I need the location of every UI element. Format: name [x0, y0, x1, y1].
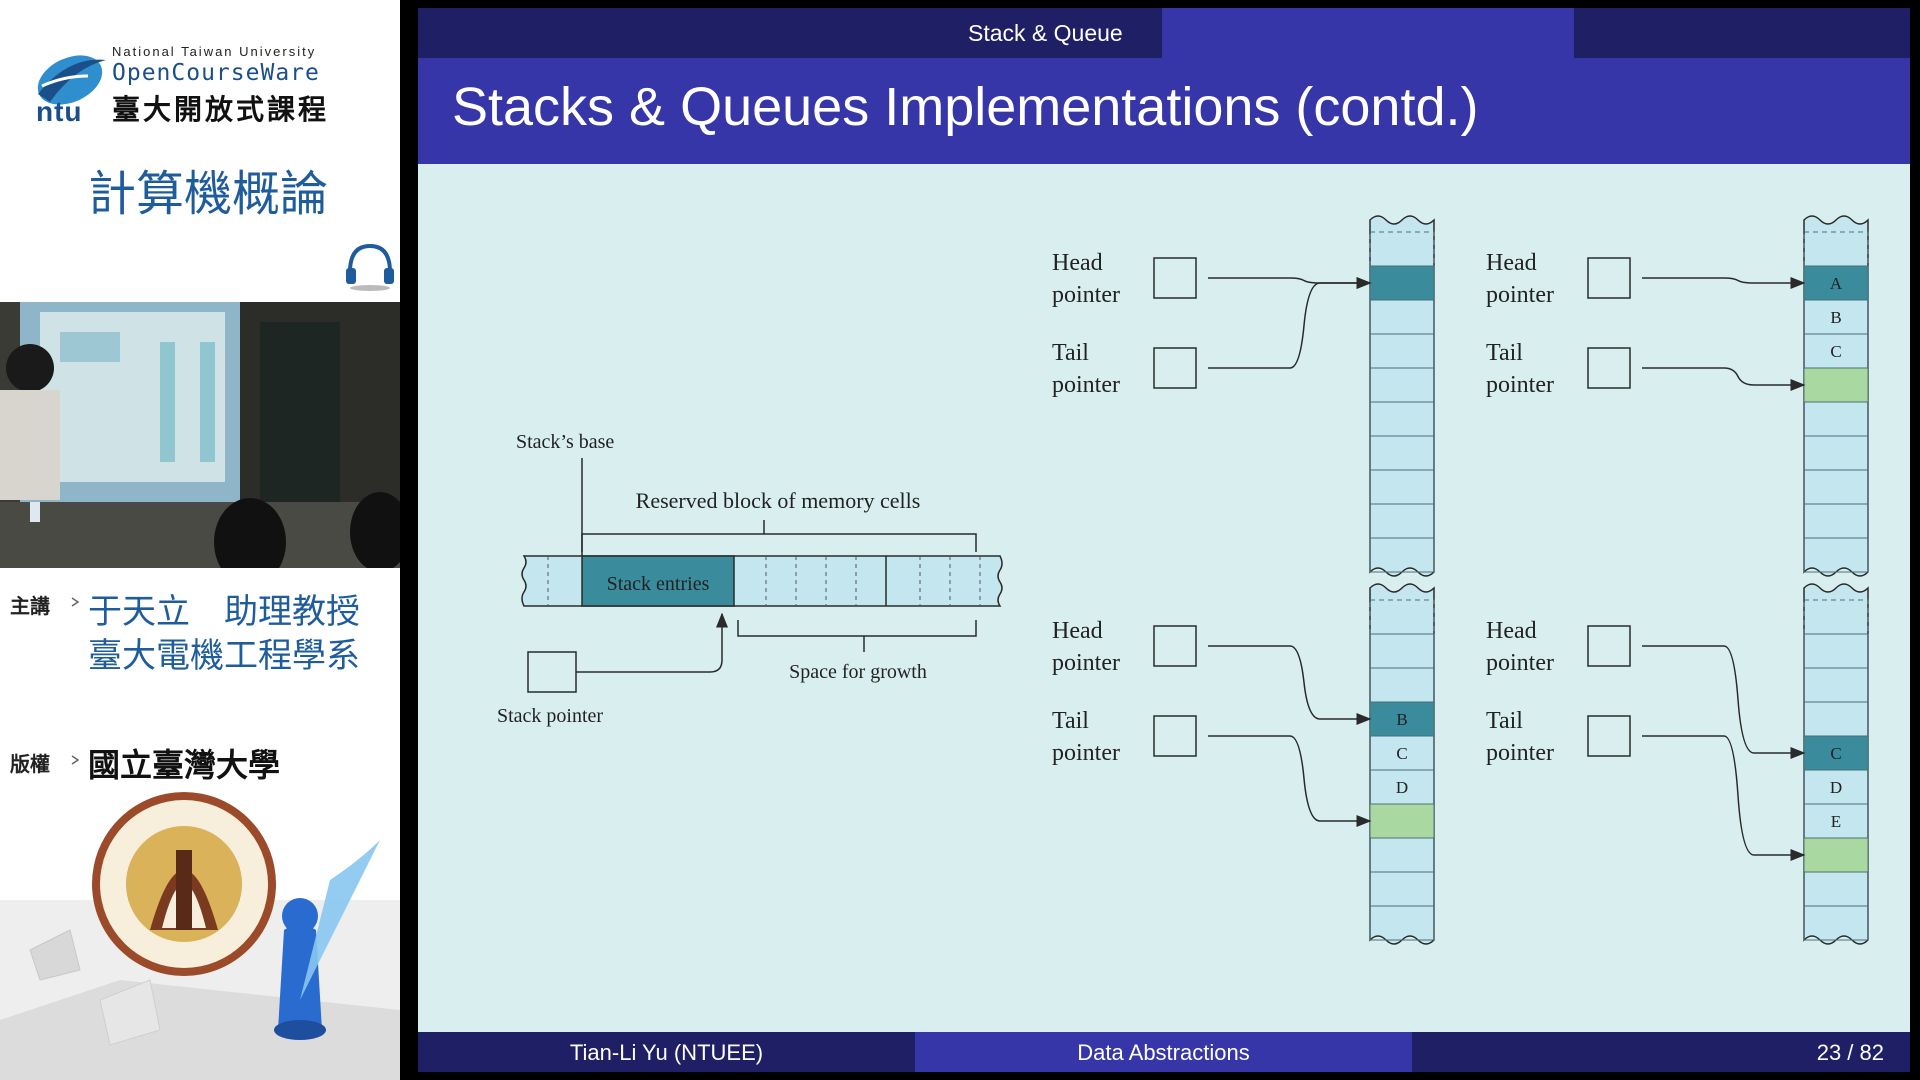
lecturer-label: 主講	[10, 594, 50, 618]
stack-base-label: Stack’s base	[516, 431, 614, 453]
lecturer-department: 臺大電機工程學系	[88, 636, 360, 676]
queue-cell	[1803, 265, 1869, 301]
tail-pointer-arrow	[1208, 735, 1372, 827]
queue-cell-label: B	[1396, 710, 1407, 729]
head-pointer-label: pointer	[1052, 650, 1120, 676]
queue-cell	[1369, 537, 1435, 573]
stack-pointer-arrow	[576, 612, 728, 673]
growth-bracket	[737, 620, 977, 652]
arrow-right-icon	[71, 755, 80, 765]
tail-pointer-arrow	[1208, 277, 1372, 369]
queue-diagrams: HeadpointerTailpointerABCHeadpointerTail…	[1052, 215, 1869, 945]
reserved-block-bracket	[581, 520, 977, 552]
slide-title-bar: Stacks & Queues Implementations (contd.)	[418, 58, 1910, 164]
tail-pointer-arrow	[1642, 735, 1806, 861]
tail-pointer-label: Tail	[1052, 340, 1089, 366]
queue-cell-label: C	[1830, 744, 1841, 763]
head-pointer-arrow	[1642, 645, 1806, 759]
queue-cell-label: D	[1396, 778, 1408, 797]
head-pointer-label: Head	[1486, 618, 1537, 644]
queue-cell-label: C	[1830, 342, 1841, 361]
ocw-name: OpenCourseWare	[112, 60, 320, 86]
head-pointer-arrow	[1208, 645, 1372, 725]
queue-cell	[1369, 265, 1435, 301]
tail-pointer-label: Tail	[1486, 708, 1523, 734]
slide-footer: Tian-Li Yu (NTUEE) Data Abstractions 23 …	[418, 1032, 1910, 1072]
queue-cell	[1369, 701, 1435, 737]
slide-title: Stacks & Queues Implementations (contd.)	[452, 77, 1479, 137]
head-pointer-label: pointer	[1052, 282, 1120, 308]
tail-pointer-box	[1587, 715, 1631, 757]
ntu-mark: ntu	[36, 96, 83, 127]
ntu-seal-icon	[0, 792, 400, 1080]
slide-nav-bar: Stack & Queue	[418, 8, 1910, 58]
arrow-right-icon	[71, 597, 80, 607]
sidebar: ntu National Taiwan University OpenCours…	[0, 0, 400, 1080]
headset-icon[interactable]	[342, 240, 398, 292]
head-pointer-label: Head	[1486, 250, 1537, 276]
head-pointer-box	[1153, 625, 1197, 667]
queue-cell	[1803, 367, 1869, 403]
stack-entries-block	[581, 555, 735, 607]
ocw-chinese-name: 臺大開放式課程	[112, 93, 330, 126]
growth-label: Space for growth	[789, 661, 927, 683]
footer-topic[interactable]: Data Abstractions	[1077, 1040, 1250, 1065]
copyright-holder: 國立臺灣大學	[88, 746, 281, 784]
head-pointer-label: pointer	[1486, 282, 1554, 308]
reserved-block-label: Reserved block of memory cells	[636, 488, 921, 513]
queue-cell-label: C	[1396, 744, 1407, 763]
tail-pointer-label: pointer	[1486, 740, 1554, 766]
head-pointer-arrow	[1208, 277, 1372, 289]
head-pointer-label: pointer	[1486, 650, 1554, 676]
footer-page: 23 / 82	[1816, 1040, 1884, 1065]
head-pointer-label: Head	[1052, 618, 1103, 644]
lecturer-name: 于天立 助理教授	[88, 592, 360, 632]
head-pointer-box	[1153, 257, 1197, 299]
footer-author[interactable]: Tian-Li Yu (NTUEE)	[569, 1040, 764, 1065]
section-tab[interactable]: Stack & Queue	[968, 20, 1123, 46]
queue-cell	[1803, 735, 1869, 771]
queue-cell	[1803, 837, 1869, 873]
tail-pointer-box	[1153, 715, 1197, 757]
head-pointer-box	[1587, 257, 1631, 299]
tail-pointer-label: pointer	[1052, 372, 1120, 398]
copyright-label: 版權	[10, 752, 50, 776]
tail-pointer-arrow	[1642, 367, 1806, 391]
tail-pointer-box	[1587, 347, 1631, 389]
org-name: National Taiwan University	[112, 44, 317, 59]
stack-pointer-label: Stack pointer	[497, 705, 603, 727]
tail-pointer-label: Tail	[1052, 708, 1089, 734]
tail-pointer-label: pointer	[1052, 740, 1120, 766]
head-pointer-label: Head	[1052, 250, 1103, 276]
queue-memory-column	[1369, 583, 1435, 945]
head-pointer-box	[1587, 625, 1631, 667]
stack-entries-label: Stack entries	[607, 573, 710, 595]
tail-pointer-label: pointer	[1486, 372, 1554, 398]
queue-cell	[1369, 803, 1435, 839]
head-pointer-arrow	[1642, 277, 1806, 289]
tail-pointer-label: Tail	[1486, 340, 1523, 366]
tail-pointer-box	[1153, 347, 1197, 389]
queue-cell	[1369, 905, 1435, 941]
queue-cell-label: E	[1831, 812, 1841, 831]
ntu-ocw-logo-icon	[37, 55, 106, 105]
stack-pointer-box	[527, 651, 577, 693]
queue-cell-label: D	[1830, 778, 1842, 797]
lecture-video[interactable]	[0, 302, 400, 568]
queue-cell	[1803, 537, 1869, 573]
queue-cell-label: A	[1830, 274, 1843, 293]
queue-cell-label: B	[1830, 308, 1841, 327]
slide: Stack & Queue Stacks & Queues Implementa…	[418, 8, 1910, 1072]
course-title: 計算機概論	[88, 166, 329, 222]
queue-cell	[1803, 905, 1869, 941]
